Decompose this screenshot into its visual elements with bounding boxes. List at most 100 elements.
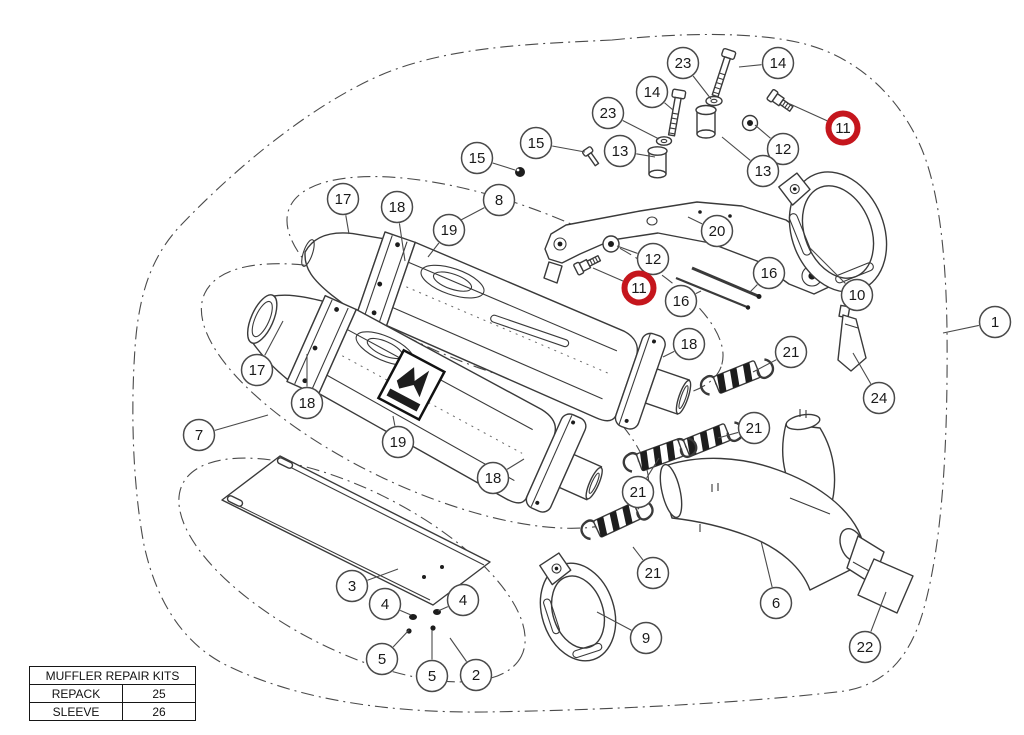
muffler-repair-kits-table: MUFFLER REPAIR KITS REPACK 25 SLEEVE 26	[29, 666, 196, 721]
callout-number: 16	[673, 293, 690, 310]
callout-17: 17	[240, 353, 274, 387]
callout-number: 17	[335, 191, 352, 208]
callout-2: 2	[459, 658, 493, 692]
callout-18: 18	[290, 386, 324, 420]
callout-number: 5	[378, 651, 386, 668]
leader-line-21	[646, 457, 660, 479]
leader-line-1	[942, 324, 979, 334]
leader-line-14	[738, 64, 762, 68]
leader-line-18	[662, 350, 675, 358]
callout-19: 19	[381, 425, 415, 459]
callout-ring	[482, 183, 516, 217]
callout-9: 9	[629, 621, 663, 655]
leader-line-11	[592, 267, 624, 282]
callout-24: 24	[862, 381, 896, 415]
leader-line-11	[789, 103, 828, 122]
callout-ring	[240, 353, 274, 387]
callout-16: 16	[752, 256, 786, 290]
callout-18: 18	[476, 461, 510, 495]
leader-line-18	[506, 458, 525, 470]
callout-number: 10	[849, 287, 866, 304]
callout-number: 23	[675, 55, 692, 72]
callout-number: 21	[645, 565, 662, 582]
leader-line-6	[760, 540, 773, 588]
callout-23: 23	[591, 96, 625, 130]
leader-line-16	[695, 290, 702, 295]
leader-line-23	[692, 75, 712, 100]
callout-ring	[335, 569, 369, 603]
heat-shield-plate	[221, 455, 491, 606]
callout-17: 17	[326, 182, 360, 216]
leader-line-8	[458, 207, 485, 222]
callout-21: 21	[636, 556, 670, 590]
highlight-ring	[621, 270, 657, 306]
rubber-spacer-13-b	[647, 146, 668, 179]
washer-12-b	[602, 235, 620, 253]
callout-number: 9	[642, 630, 650, 647]
callout-number: 14	[770, 55, 787, 72]
callout-number: 11	[631, 280, 647, 297]
leader-line-4	[399, 609, 412, 616]
callout-20: 20	[700, 214, 734, 248]
callout-number: 5	[428, 668, 436, 685]
tie-rod-16-a	[691, 266, 762, 299]
highlight-ring	[825, 110, 861, 146]
callout-number: 17	[249, 362, 266, 379]
leader-line-9	[596, 611, 632, 631]
callout-ring	[700, 214, 734, 248]
callout-number: 16	[761, 265, 778, 282]
callout-19: 19	[432, 213, 466, 247]
pipe-clamp-9	[539, 552, 617, 662]
leader-line-4	[437, 606, 449, 612]
callout-number: 13	[755, 163, 772, 180]
washer-23-b	[655, 136, 673, 146]
callout-ring	[761, 46, 795, 80]
kit-number-cell: 25	[122, 684, 196, 703]
callout-number: 18	[681, 336, 698, 353]
washer-23-a	[705, 95, 723, 107]
callout-number: 14	[644, 84, 661, 101]
callout-ring	[635, 75, 669, 109]
kit-table-header: MUFFLER REPAIR KITS	[29, 666, 196, 685]
callout-15: 15	[519, 126, 553, 160]
leader-line-24	[852, 352, 872, 384]
assembly-boundary-outline	[132, 33, 948, 713]
callout-10: 10	[840, 278, 874, 312]
exhaust-spring-21-c	[622, 437, 698, 473]
callout-3: 3	[335, 569, 369, 603]
callout-ring	[840, 278, 874, 312]
callout-ring	[848, 630, 882, 664]
screw-5-a	[406, 628, 412, 634]
leader-line-23	[622, 120, 660, 140]
callout-number: 19	[441, 222, 458, 239]
callout-number: 24	[871, 390, 888, 407]
callout-number: 3	[348, 578, 356, 595]
flange-bolt-11-b	[573, 255, 602, 276]
callout-ring	[446, 583, 480, 617]
cap-nut-15-b	[515, 167, 525, 177]
callout-number: 23	[600, 105, 617, 122]
leader-line-21	[752, 359, 777, 373]
leader-line-19	[392, 415, 396, 426]
callout-ring	[746, 154, 780, 188]
callout-ring	[381, 425, 415, 459]
callout-number: 18	[299, 395, 316, 412]
callout-ring	[766, 132, 800, 166]
callout-number: 22	[857, 639, 874, 656]
callout-ring	[629, 621, 663, 655]
callout-12: 12	[766, 132, 800, 166]
callout-number: 19	[390, 434, 407, 451]
callout-ring	[476, 461, 510, 495]
exhaust-spring-21-a	[699, 358, 775, 396]
leader-line-19	[427, 242, 440, 258]
callout-ring	[380, 190, 414, 224]
callout-number: 15	[528, 135, 545, 152]
callout-number: 4	[381, 596, 389, 613]
exhaust-spring-21-d	[580, 499, 654, 541]
callout-11-highlighted: 11	[825, 110, 861, 146]
leader-line-13	[636, 153, 656, 158]
callout-number: 21	[630, 484, 647, 501]
flange-bolt-11-a	[766, 88, 794, 112]
callout-ring	[636, 556, 670, 590]
